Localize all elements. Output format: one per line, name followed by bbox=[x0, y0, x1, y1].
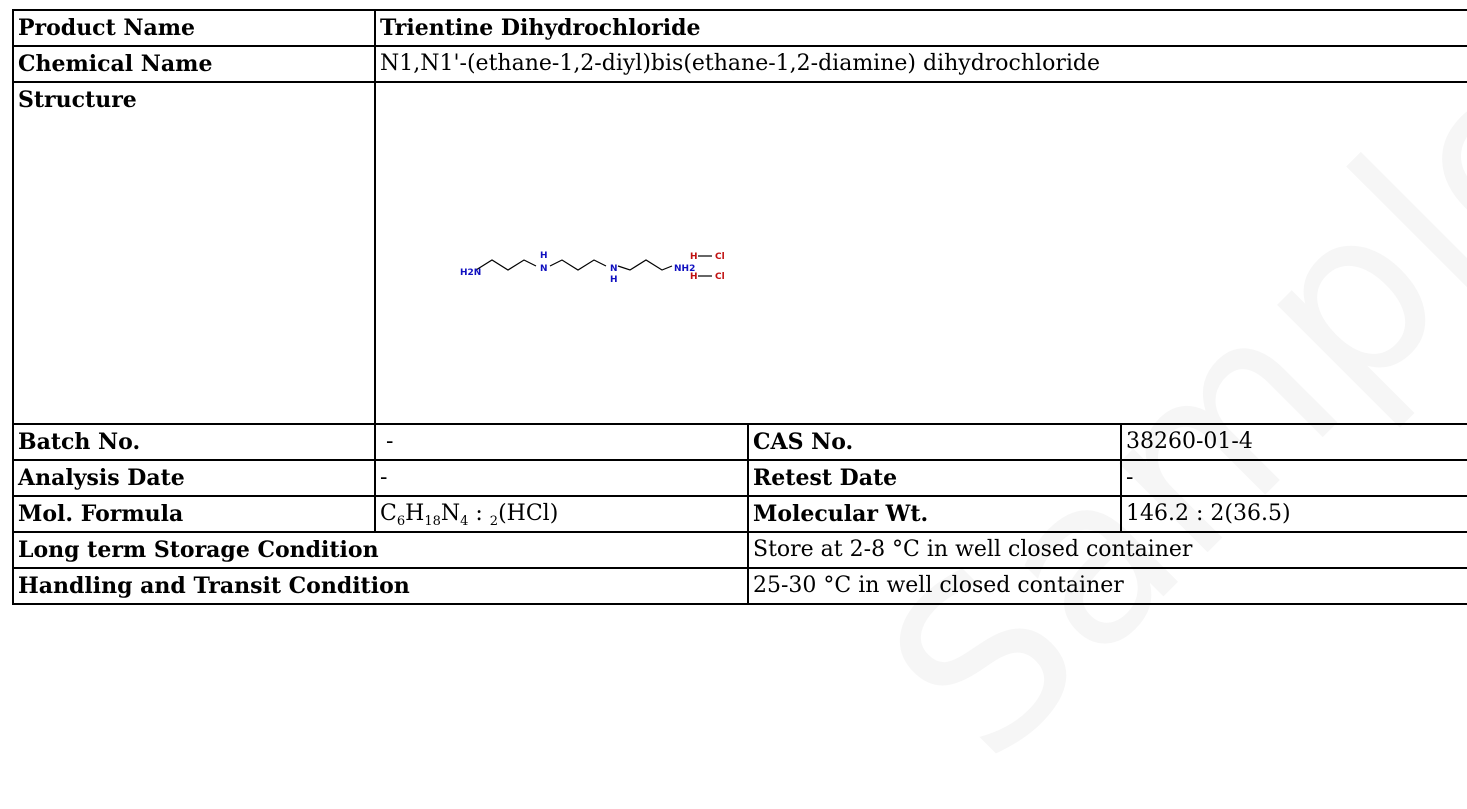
product-name-label: Product Name bbox=[12, 9, 376, 47]
atom-hcl-cl-2: Cl bbox=[715, 272, 725, 282]
row-structure: Structure H2N N H N H bbox=[12, 81, 1467, 425]
coa-page: Sample COA Product Name Trientine Dihydr… bbox=[12, 9, 1467, 605]
handling-value: 25-30 °C in well closed container bbox=[746, 567, 1467, 605]
molecular-wt-value: 146.2 : 2(36.5) bbox=[1119, 495, 1467, 533]
mol-formula-value: C6H18N4 : 2(HCl) bbox=[374, 495, 749, 533]
atom-h-2: H bbox=[610, 275, 618, 285]
atom-hcl-cl-1: Cl bbox=[715, 252, 725, 262]
atom-hcl-h-1: H bbox=[690, 252, 698, 262]
atom-nh2-right: NH2 bbox=[674, 264, 695, 274]
product-info-table: Product Name Trientine Dihydrochloride C… bbox=[12, 9, 1467, 605]
row-product-name: Product Name Trientine Dihydrochloride bbox=[12, 9, 1467, 47]
structure-cell: H2N N H N H NH2 H Cl H Cl bbox=[373, 81, 1467, 425]
atom-hcl-h-2: H bbox=[690, 272, 698, 282]
row-chemical-name: Chemical Name N1,N1'-(ethane-1,2-diyl)bi… bbox=[12, 45, 1467, 83]
chemical-name-label: Chemical Name bbox=[12, 45, 376, 83]
analysis-date-label: Analysis Date bbox=[12, 459, 376, 497]
batch-no-value: - bbox=[374, 423, 749, 461]
retest-date-label: Retest Date bbox=[747, 459, 1122, 497]
cas-no-value: 38260-01-4 bbox=[1119, 423, 1467, 461]
atom-h-1: H bbox=[540, 251, 548, 261]
row-formula-weight: Mol. Formula C6H18N4 : 2(HCl) Molecular … bbox=[12, 495, 1467, 533]
mol-formula-label: Mol. Formula bbox=[12, 495, 376, 533]
analysis-date-value: - bbox=[374, 459, 749, 497]
cas-no-label: CAS No. bbox=[747, 423, 1122, 461]
product-name-value: Trientine Dihydrochloride bbox=[373, 9, 1467, 47]
storage-value: Store at 2-8 °C in well closed container bbox=[746, 531, 1467, 569]
storage-label: Long term Storage Condition bbox=[12, 531, 749, 569]
retest-date-value: - bbox=[1119, 459, 1467, 497]
atom-n-2: N bbox=[610, 264, 618, 274]
atom-h2n-left: H2N bbox=[460, 268, 481, 278]
structure-label: Structure bbox=[12, 81, 376, 425]
row-storage: Long term Storage Condition Store at 2-8… bbox=[12, 531, 1467, 569]
handling-label: Handling and Transit Condition bbox=[12, 567, 749, 605]
molecule-bonds bbox=[475, 255, 712, 277]
row-dates: Analysis Date - Retest Date - bbox=[12, 459, 1467, 497]
molecular-wt-label: Molecular Wt. bbox=[747, 495, 1122, 533]
atom-n-1: N bbox=[540, 264, 548, 274]
row-handling: Handling and Transit Condition 25-30 °C … bbox=[12, 567, 1467, 605]
chemical-name-value: N1,N1'-(ethane-1,2-diyl)bis(ethane-1,2-d… bbox=[373, 45, 1467, 83]
row-batch-cas: Batch No. - CAS No. 38260-01-4 bbox=[12, 423, 1467, 461]
batch-no-label: Batch No. bbox=[12, 423, 376, 461]
structure-image: H2N N H N H NH2 H Cl H Cl bbox=[460, 251, 725, 285]
